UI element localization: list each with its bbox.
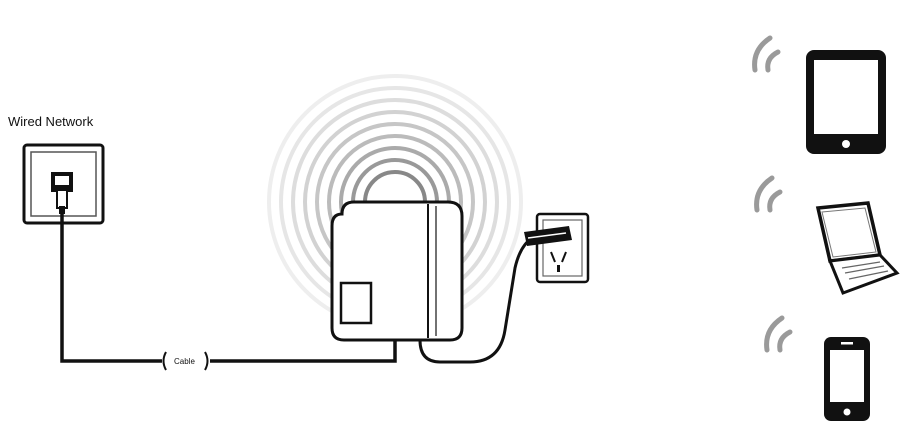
- wifi-arc-tablet-icon: [752, 35, 781, 73]
- wifi-arc-phone-icon: [764, 315, 793, 353]
- power-outlet-icon: [524, 212, 590, 284]
- cable-break-marker: [162, 351, 209, 371]
- tablet-icon: [806, 50, 886, 154]
- wifi-arc-laptop-icon: [754, 175, 783, 213]
- power-cord: [418, 236, 533, 364]
- wireless-router-icon: [330, 200, 464, 342]
- ethernet-cable: [60, 214, 397, 363]
- laptop-icon: [815, 201, 900, 295]
- smartphone-icon: [824, 337, 870, 421]
- wired-network-label: Wired Network: [8, 114, 94, 129]
- cable-label: Cable: [174, 357, 195, 366]
- ethernet-wall-socket-icon: [22, 143, 105, 225]
